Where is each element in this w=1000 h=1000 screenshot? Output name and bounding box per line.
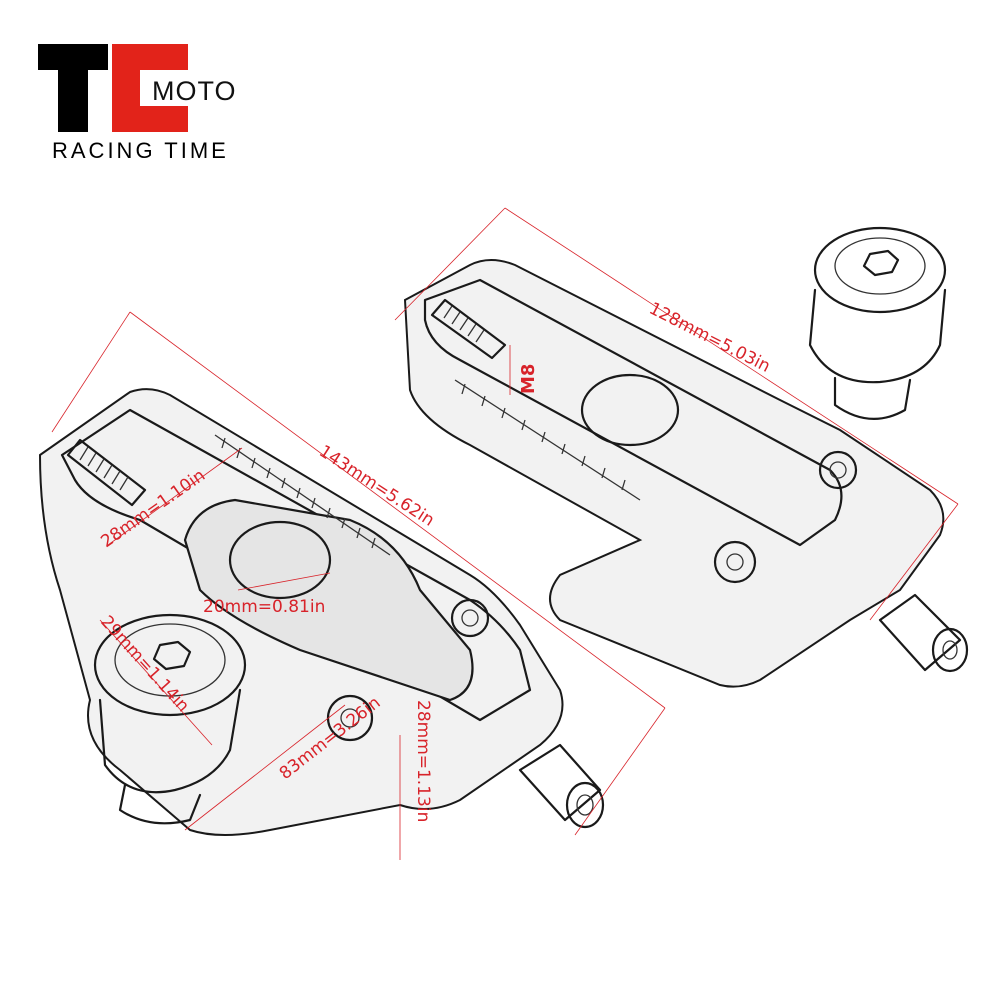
dim-line-20	[237, 572, 331, 591]
left-bore-hole	[228, 520, 332, 600]
right-scale-ticks	[454, 379, 641, 501]
left-frame	[60, 408, 532, 722]
left-scale-ticks	[214, 434, 391, 556]
right-body	[403, 259, 945, 688]
logo-c-shape	[112, 44, 188, 132]
left-frame-bolt	[450, 598, 490, 638]
right-spool	[808, 226, 947, 420]
brand-tagline: RACING TIME	[52, 138, 229, 163]
right-frame	[423, 278, 843, 547]
left-spool	[93, 613, 247, 825]
right-end-nut	[878, 593, 969, 673]
left-chain-adjuster	[38, 388, 605, 836]
dim-label-m8: M8	[518, 364, 539, 394]
dimension-lines	[51, 207, 959, 860]
left-adjust-bolt	[66, 438, 147, 507]
right-adjust-bolt	[430, 298, 507, 360]
logo-t-stem	[58, 70, 88, 132]
logo-word: MOTO	[152, 76, 237, 106]
right-bore-hole	[580, 373, 680, 447]
right-frame-bolt	[818, 450, 858, 490]
dim-line-28-left	[107, 447, 243, 546]
dim-line-29	[99, 619, 213, 746]
left-end-nut	[518, 743, 605, 829]
dim-label-20: 20mm=0.81in	[203, 597, 325, 617]
dim-line-143	[129, 311, 666, 709]
left-center-plate	[183, 498, 474, 702]
dim-line-83	[184, 704, 346, 831]
brand-logo: MOTO RACING TIME	[38, 44, 268, 163]
logo-word-box	[150, 74, 268, 104]
logo-t-bar	[38, 44, 108, 70]
right-lower-bolt	[713, 540, 757, 584]
dim-label-28-base: 28mm=1.13in	[413, 700, 433, 822]
dim-line-128	[504, 207, 959, 505]
right-chain-adjuster	[403, 226, 969, 688]
